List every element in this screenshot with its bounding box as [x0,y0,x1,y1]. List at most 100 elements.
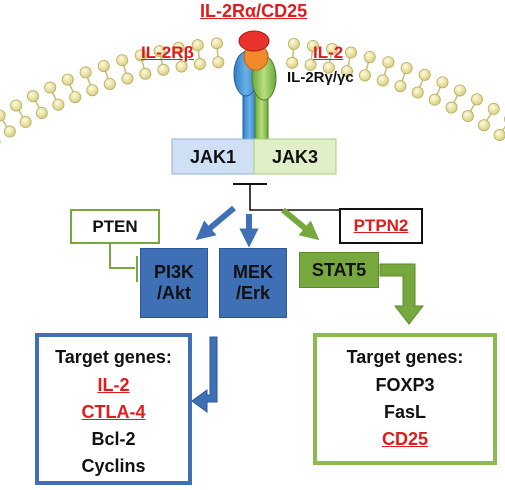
lipid-tail [401,72,406,82]
lipid-head [322,61,335,74]
lipid-head [35,106,48,119]
lipid-head [376,74,389,87]
stat5-box: STAT5 [299,252,379,288]
stat5-label: STAT5 [311,259,367,280]
left-gene-item: CTLA-4 [81,402,146,422]
mek-label: MEK [233,262,273,283]
arrow-to-left-targets [191,336,218,413]
lipid-head [210,37,223,50]
lipid-head [358,69,371,82]
lipid-tail [310,50,314,60]
lipid-head [157,63,170,76]
lipid-tail [291,48,295,58]
pten-box: PTEN [70,209,160,244]
lipid-head [116,54,129,67]
lipid-head [487,102,500,115]
lipid-head [19,115,32,128]
lipid-head [86,84,99,97]
ptpn2-label: PTPN2 [353,216,409,236]
lipid-tail [365,61,370,71]
il2r-gamma-label: IL-2Rγ/γc [287,69,354,86]
akt-label: /Akt [156,283,191,303]
lipid-head [428,93,441,106]
il2r-alpha-chain [238,30,270,52]
lipid-tail [86,76,92,86]
pten-inhibition-line [109,243,135,269]
left-target-genes-header: Target genes: [55,347,172,367]
right-gene-item: FasL [383,402,426,422]
left-gene-item: IL-2 [97,375,130,395]
right-gene-item: CD25 [381,429,429,449]
lipid-bilayer [0,37,505,145]
lipid-head [304,58,317,71]
lipid-head [461,110,474,123]
lipid-tail [469,103,476,112]
lipid-head [418,68,431,81]
right-gene-item: FOXP3 [375,375,435,395]
lipid-tail [159,55,164,66]
lipid-head [191,39,204,52]
lipid-head [445,101,458,114]
right-target-genes-header: Target genes: [346,347,464,367]
lipid-tail [418,79,424,89]
pten-label: PTEN [92,216,138,236]
lipid-head [286,56,299,69]
jak1-label: JAK1 [189,147,237,167]
ptpn2-inhibition-line [249,184,340,211]
lipid-tail [104,70,109,80]
lipid-head [212,56,225,69]
il2-label: IL-2 [313,43,344,62]
lipid-head [153,45,166,58]
il2r-alpha-label: IL-2Rα/CD25 [200,1,308,21]
lipid-head [10,99,23,112]
lipid-head [471,93,484,106]
lipid-head [394,80,407,93]
il2-receptor-complex [233,30,277,151]
lipid-head [340,65,353,78]
lipid-head [411,86,424,99]
lipid-tail [141,60,145,70]
lipid-head [103,78,116,91]
lipid-head [172,41,185,54]
arrow-to-pi3k [195,205,236,241]
lipid-head [453,84,466,97]
lipid-head [3,125,16,138]
lipid-head [493,129,505,142]
lipid-head [52,98,65,111]
lipid-tail [216,48,219,58]
lipid-tail [1,119,8,128]
arrow-to-stat5 [281,207,320,241]
lipid-head [175,60,188,73]
ptpn2-box: PTPN2 [339,208,423,244]
lipid-head [363,50,376,63]
lipid-head [121,72,134,85]
lipid-head [0,109,6,122]
lipid-tail [383,66,388,76]
lipid-head [139,67,152,80]
lipid-head [61,73,74,86]
lipid-head [436,76,449,89]
right-target-genes-box: Target genes: FOXP3 FasL CD25 [313,333,497,465]
lipid-head [344,46,357,59]
mek-erk-box: MEK /Erk [219,248,287,318]
lipid-head [26,90,39,103]
jak3-label: JAK3 [271,147,319,167]
left-gene-item: Bcl-2 [91,429,136,449]
jak3-box [253,138,337,175]
lipid-head [193,58,206,71]
lipid-tail [453,94,459,104]
lipid-tail [122,64,127,74]
left-gene-item: Cyclins [81,456,146,476]
lipid-head [134,49,147,62]
il2r-beta-label: IL-2Rβ [141,43,194,62]
lipid-head [79,66,92,79]
lipid-head [326,42,339,55]
lipid-tail [347,57,351,67]
lipid-tail [51,91,57,101]
lipid-tail [34,100,41,109]
lipid-head [97,59,110,72]
lipid-head [44,81,57,94]
lipid-head [400,62,413,75]
